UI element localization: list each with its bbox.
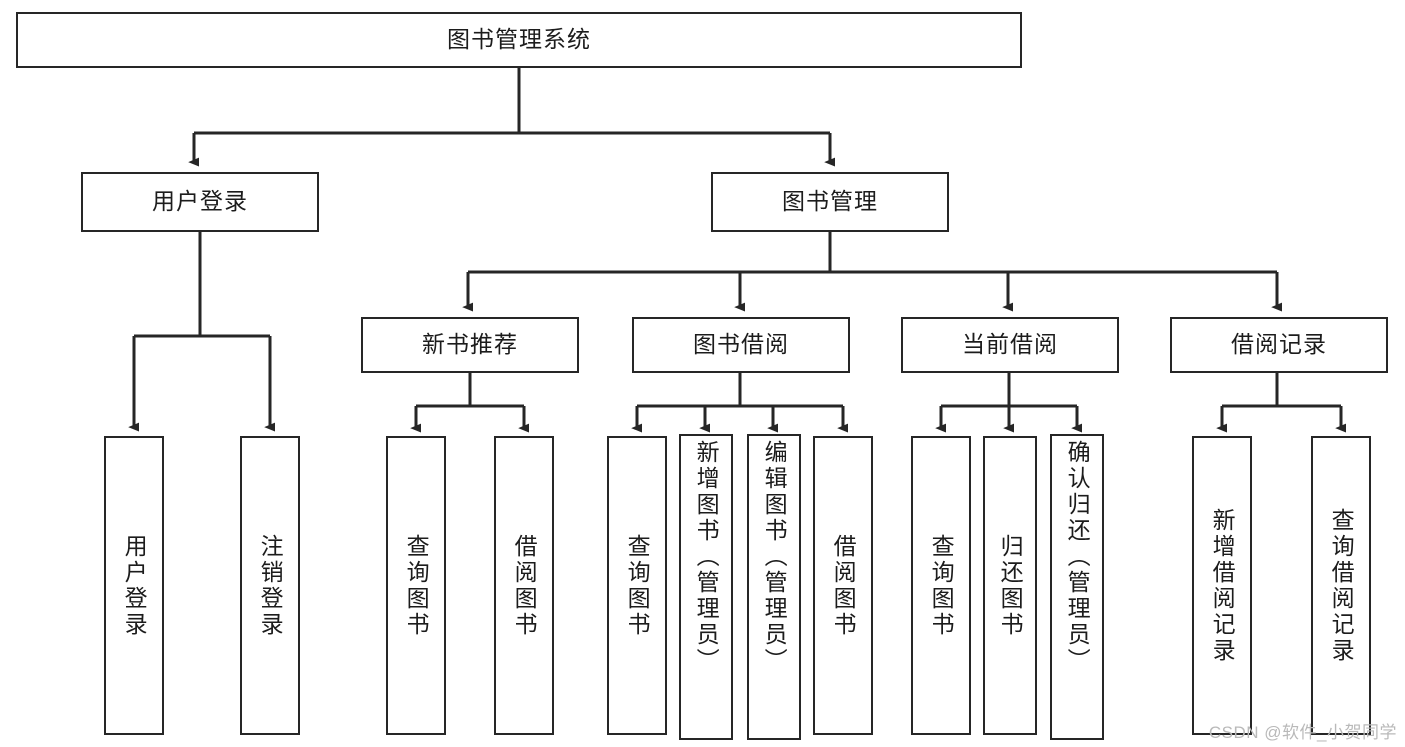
node-book-borrow[interactable]: 图书借阅 [632,317,850,373]
leaf-borrow-book-recommend[interactable]: 借阅图书 [494,436,554,735]
node-root[interactable]: 图书管理系统 [16,12,1022,68]
leaf-add-borrow-record-label: 新增借阅记录 [1209,507,1236,664]
leaf-logout-label: 注销登录 [257,533,284,638]
node-book-management-label: 图书管理 [782,188,878,215]
leaf-borrow-book-recommend-label: 借阅图书 [511,533,538,638]
leaf-return-book[interactable]: 归还图书 [983,436,1037,735]
node-book-borrow-label: 图书借阅 [693,331,789,358]
leaf-query-book-borrow[interactable]: 查询图书 [607,436,667,735]
leaf-query-book-recommend[interactable]: 查询图书 [386,436,446,735]
node-borrow-record[interactable]: 借阅记录 [1170,317,1388,373]
leaf-add-borrow-record[interactable]: 新增借阅记录 [1192,436,1252,735]
node-book-management[interactable]: 图书管理 [711,172,949,232]
leaf-query-book-recommend-label: 查询图书 [403,533,430,638]
leaf-edit-book-admin-label: 编辑图书（管理员） [761,440,788,674]
node-current-borrow-label: 当前借阅 [962,331,1058,358]
leaf-logout[interactable]: 注销登录 [240,436,300,735]
leaf-return-book-label: 归还图书 [997,533,1024,638]
leaf-borrow-book[interactable]: 借阅图书 [813,436,873,735]
leaf-query-borrow-record-label: 查询借阅记录 [1328,507,1355,664]
node-borrow-record-label: 借阅记录 [1231,331,1327,358]
node-new-book-recommend-label: 新书推荐 [422,331,518,358]
leaf-query-borrow-record[interactable]: 查询借阅记录 [1311,436,1371,735]
leaf-confirm-return-admin-label: 确认归还（管理员） [1064,440,1091,674]
node-user-login-label: 用户登录 [152,188,248,215]
leaf-add-book-admin[interactable]: 新增图书（管理员） [679,434,733,740]
watermark-text: CSDN @软件_小贺同学 [1208,723,1397,742]
leaf-user-login-label: 用户登录 [121,533,148,638]
leaf-borrow-book-label: 借阅图书 [830,533,857,638]
leaf-user-login[interactable]: 用户登录 [104,436,164,735]
leaf-query-book-current[interactable]: 查询图书 [911,436,971,735]
node-current-borrow[interactable]: 当前借阅 [901,317,1119,373]
leaf-edit-book-admin[interactable]: 编辑图书（管理员） [747,434,801,740]
leaf-add-book-admin-label: 新增图书（管理员） [693,440,720,674]
leaf-confirm-return-admin[interactable]: 确认归还（管理员） [1050,434,1104,740]
leaf-query-book-current-label: 查询图书 [928,533,955,638]
node-new-book-recommend[interactable]: 新书推荐 [361,317,579,373]
node-root-label: 图书管理系统 [447,26,591,53]
node-user-login[interactable]: 用户登录 [81,172,319,232]
leaf-query-book-borrow-label: 查询图书 [624,533,651,638]
